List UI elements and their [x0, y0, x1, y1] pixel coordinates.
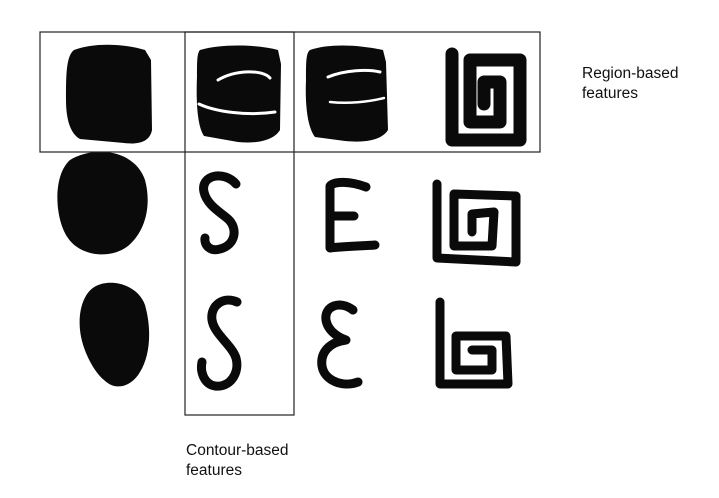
contour-features-frame [184, 31, 295, 416]
contour-spiral-shape-2 [435, 297, 513, 389]
contour-blob-shape [57, 151, 148, 255]
contour-blob-shape-2 [79, 282, 150, 387]
contour-e-shape [325, 177, 380, 253]
contour-label-line-1: Contour-based [186, 442, 289, 459]
contour-row-1 [57, 151, 521, 267]
region-label-line-1: Region-based [582, 65, 679, 82]
contour-s-shape-2 [197, 295, 242, 391]
contour-e-shape-2 [317, 300, 363, 389]
contour-s-shape [199, 171, 241, 255]
region-e-shape [305, 45, 388, 142]
contour-spiral-shape [432, 179, 521, 267]
region-row [66, 44, 527, 147]
region-spiral-shape [445, 47, 527, 147]
contour-based-label: Contour-based features [186, 441, 289, 481]
region-s-shape [196, 45, 281, 143]
region-label-line-2: features [582, 85, 639, 102]
contour-label-line-2: features [186, 462, 243, 479]
contour-row-2 [79, 282, 513, 391]
region-blob-shape [66, 44, 152, 144]
region-based-label: Region-based features [582, 64, 679, 104]
